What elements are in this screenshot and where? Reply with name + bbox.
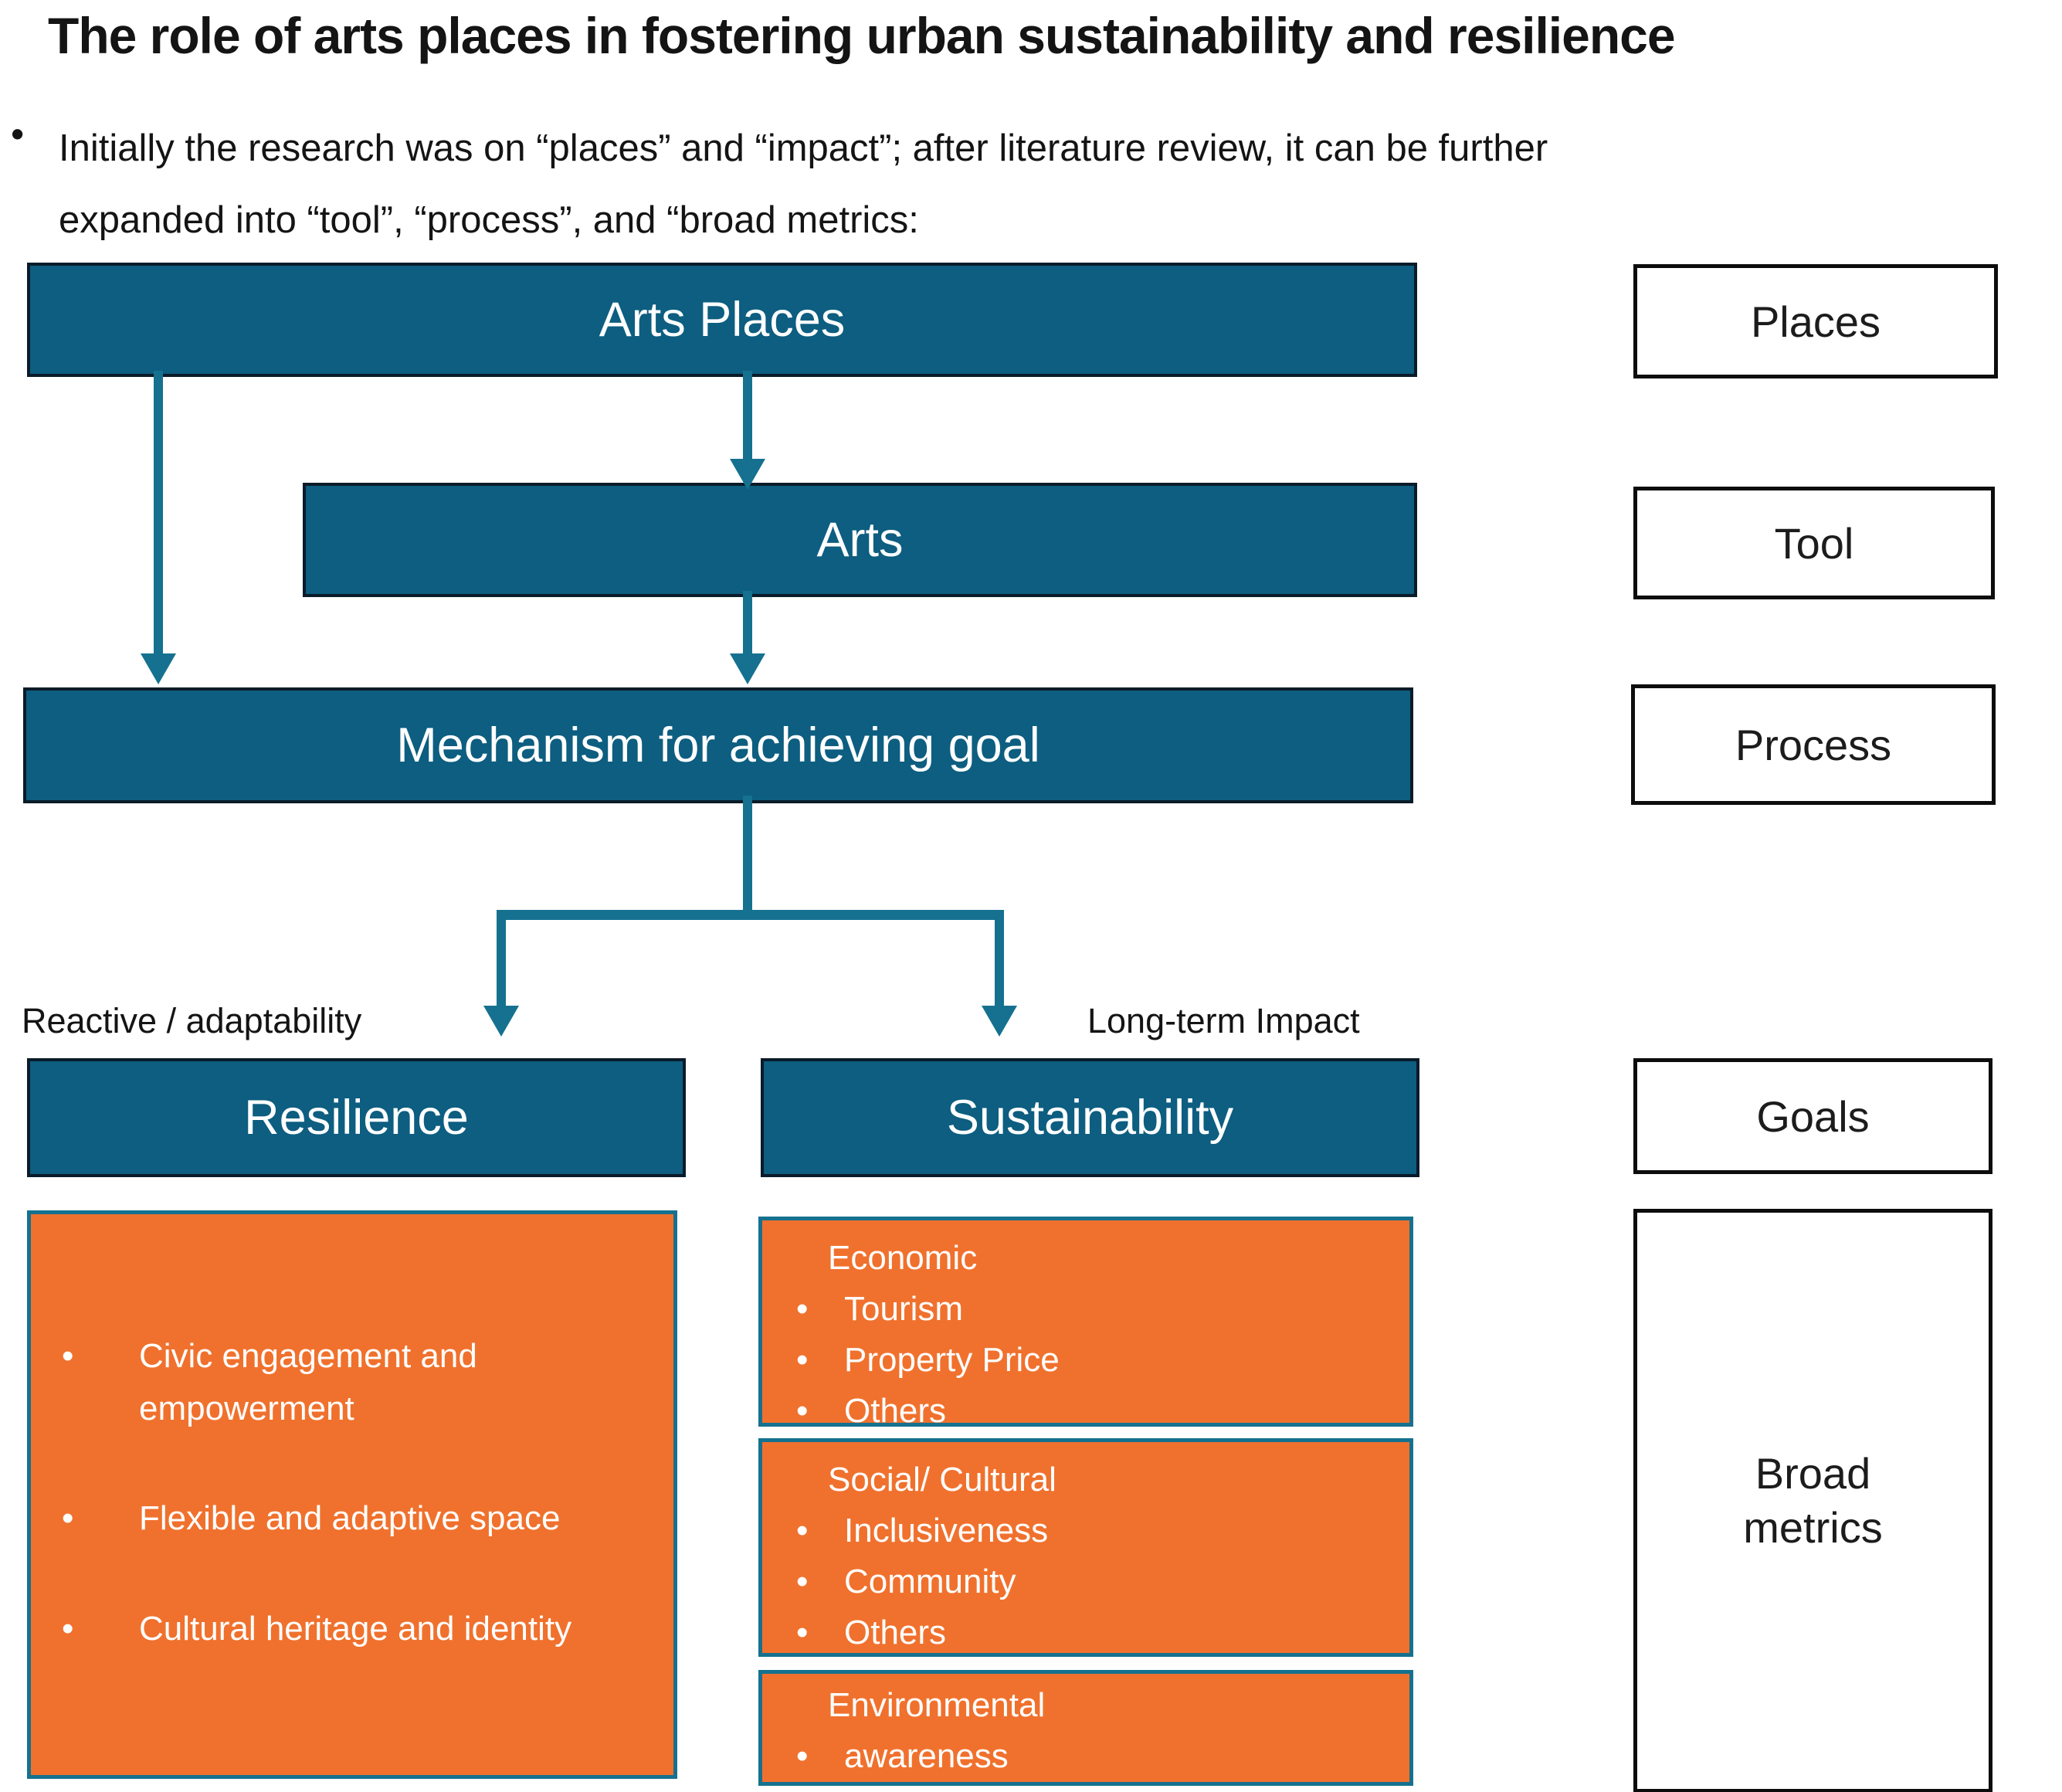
bullet-marker: • — [62, 1499, 74, 1538]
list-item-text: Community — [844, 1563, 1016, 1600]
list-item-text: Civic engagement and empowerment — [139, 1337, 477, 1428]
list-item-text: awareness — [844, 1737, 1009, 1775]
side-box-broad-metrics-label: Broad metrics — [1743, 1449, 1883, 1552]
node-resilience: Resilience — [27, 1058, 686, 1177]
arrow-arts-places-to-mechanism-shaft — [154, 371, 163, 655]
arrow-arts-places-to-mechanism-head-icon — [141, 653, 176, 684]
branch-label-reactive: Reactive / adaptability — [22, 1001, 362, 1040]
list-item-text: Tourism — [844, 1290, 964, 1328]
list-item: • Others — [796, 1386, 1409, 1437]
split-connector-crossbar — [497, 910, 1004, 920]
bullet-marker: • — [796, 1614, 809, 1651]
list-item-text: Property Price — [844, 1341, 1060, 1379]
list-item: • Flexible and adaptive space — [62, 1492, 658, 1545]
panel-resilience-details: • Civic engagement and empowerment • Fle… — [27, 1210, 677, 1779]
intro-paragraph: Initially the research was on “places” a… — [59, 113, 2020, 256]
arrow-arts-to-mechanism-shaft — [743, 591, 752, 655]
list-item: • Property Price — [796, 1335, 1409, 1386]
list-item: • Civic engagement and empowerment — [62, 1330, 658, 1435]
list-item: • Community — [796, 1556, 1409, 1607]
node-arts-places-label: Arts Places — [599, 293, 846, 347]
list-item-text: Inclusiveness — [844, 1512, 1049, 1549]
branch-label-longterm: Long-term Impact — [1087, 1001, 1360, 1040]
arrow-to-resilience-shaft — [497, 918, 506, 1009]
list-item-text: Flexible and adaptive space — [139, 1499, 561, 1538]
bullet-marker: • — [62, 1337, 74, 1375]
list-item: • awareness — [796, 1731, 1409, 1782]
bullet-marker: • — [796, 1290, 809, 1328]
side-box-goals: Goals — [1633, 1058, 1992, 1174]
split-connector-stem — [743, 796, 752, 911]
bullet-marker: • — [796, 1512, 809, 1549]
panel-header: Environmental — [828, 1686, 1046, 1724]
list-item-text: Others — [844, 1614, 947, 1651]
bullet-marker: • — [62, 1609, 74, 1648]
list-item: • Others — [796, 1607, 1409, 1658]
bullet-marker: • — [11, 114, 25, 155]
panel-social-cultural: Social/ Cultural • Inclusiveness • Commu… — [758, 1438, 1413, 1657]
panel-environmental: Environmental • awareness — [758, 1670, 1413, 1786]
side-box-places: Places — [1633, 264, 1998, 378]
node-mechanism-label: Mechanism for achieving goal — [396, 718, 1040, 772]
bullet-marker: • — [796, 1341, 809, 1379]
side-box-process: Process — [1631, 684, 1996, 805]
side-box-broad-metrics: Broad metrics — [1633, 1209, 1992, 1792]
intro-line-2: expanded into “tool”, “process”, and “br… — [59, 199, 919, 242]
list-item-text: Others — [844, 1392, 947, 1430]
arrow-arts-places-to-arts-shaft — [743, 371, 752, 460]
arrow-arts-to-mechanism-head-icon — [730, 653, 765, 684]
arrow-to-sustainability-shaft — [995, 918, 1004, 1009]
node-arts: Arts — [303, 483, 1417, 597]
side-box-goals-label: Goals — [1756, 1091, 1870, 1141]
panel-header: Economic — [828, 1239, 978, 1277]
side-box-places-label: Places — [1750, 297, 1881, 346]
intro-line-1: Initially the research was on “places” a… — [59, 127, 1548, 169]
list-item: • Cultural heritage and identity — [62, 1603, 658, 1655]
node-arts-places: Arts Places — [27, 263, 1417, 377]
panel-economic: Economic • Tourism • Property Price • Ot… — [758, 1217, 1413, 1430]
bullet-marker: • — [796, 1392, 809, 1430]
bullet-marker: • — [796, 1563, 809, 1600]
arrow-to-resilience-head-icon — [483, 1006, 519, 1037]
arrow-arts-places-to-arts-head-icon — [730, 459, 765, 490]
list-item: • Tourism — [796, 1284, 1409, 1335]
node-resilience-label: Resilience — [244, 1091, 469, 1145]
list-item: • Inclusiveness — [796, 1505, 1409, 1556]
node-mechanism: Mechanism for achieving goal — [23, 687, 1413, 803]
side-box-process-label: Process — [1735, 720, 1892, 769]
node-sustainability: Sustainability — [761, 1058, 1419, 1177]
side-box-tool-label: Tool — [1774, 518, 1854, 568]
panel-header: Social/ Cultural — [828, 1461, 1056, 1498]
list-item-text: Cultural heritage and identity — [139, 1609, 572, 1648]
node-sustainability-label: Sustainability — [946, 1091, 1234, 1145]
arrow-to-sustainability-head-icon — [982, 1006, 1017, 1037]
side-box-tool: Tool — [1633, 487, 1995, 599]
bullet-marker: • — [796, 1737, 809, 1775]
page-title: The role of arts places in fostering urb… — [48, 7, 1676, 64]
node-arts-label: Arts — [816, 513, 904, 567]
